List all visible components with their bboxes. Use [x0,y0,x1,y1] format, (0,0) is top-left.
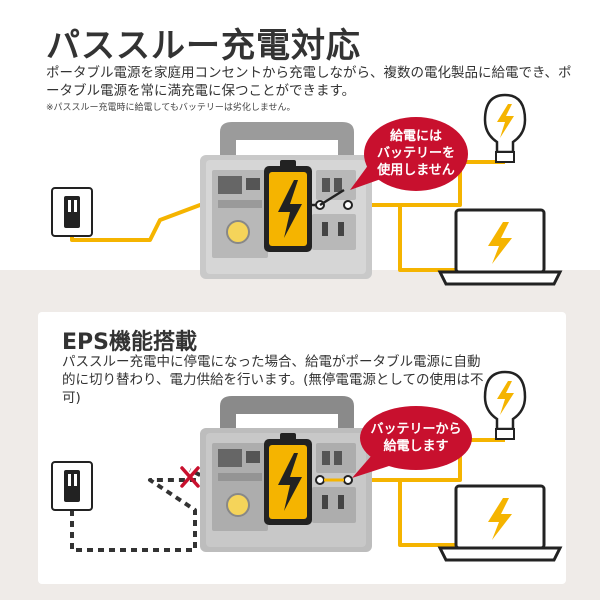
pass-through-description: ポータブル電源を家庭用コンセントから充電しながら、複数の電化製品に給電でき、ポー… [46,65,572,99]
eps-description: パススルー充電中に停電になった場合、給電がポータブル電源に自動的に切り替わり、電… [62,354,484,406]
portable-power-device [200,122,372,279]
pass-through-title: パススルー充電対応 [46,26,361,66]
bubble-bottom-text: バッテリーから 給電します [362,421,470,455]
light-bulb-icon [483,93,527,163]
bubble-top-text: 給電には バッテリーを 使用しません [370,128,462,179]
bubble-top-line: 給電には [389,129,442,144]
speech-bubble-bottom [352,406,472,478]
pass-through-note: ※パススルー充電時に給電してもバッテリーは劣化しません。 [46,103,296,113]
speech-bubble-top [350,117,468,191]
power-outlet-icon [51,187,93,237]
bubble-bottom-line: 給電します [383,439,449,454]
laptop-icon [437,484,563,562]
lightning-icon [278,180,302,238]
power-outlet-icon [51,461,93,511]
switch-closed [315,475,353,485]
switch-open [312,188,353,210]
disconnect-x-icon [180,466,200,488]
eps-title: EPS機能搭載 [62,330,197,355]
bubble-bottom-line: バッテリーから [370,422,462,437]
lightning-icon [278,453,302,511]
light-bulb-icon [483,370,527,440]
bubble-top-line: バッテリーを [376,146,455,161]
bubble-top-line: 使用しません [377,163,455,178]
portable-power-device [200,396,372,552]
laptop-icon [437,208,563,286]
